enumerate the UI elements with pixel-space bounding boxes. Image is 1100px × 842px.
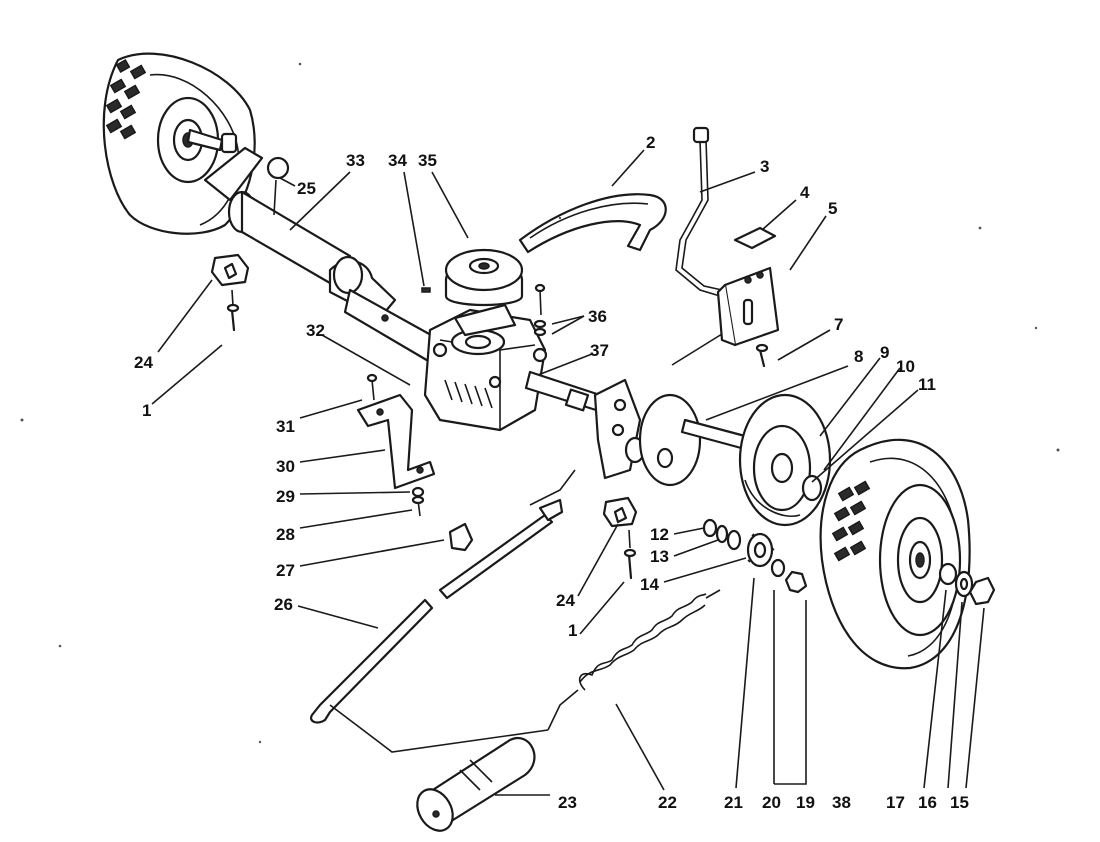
right-tire-tread (831, 480, 871, 562)
callout-34: 34 (388, 151, 407, 170)
scan-specks (20, 62, 1060, 744)
callout-38: 38 (832, 793, 851, 812)
callout-31: 31 (276, 417, 295, 436)
housing-fins (444, 379, 493, 409)
callout-4: 4 (800, 183, 810, 202)
callout-12: 12 (650, 525, 669, 544)
bolts (533, 283, 547, 337)
pulley (444, 248, 524, 307)
callout-labels: 2 3 4 5 7 8 9 10 11 33 34 35 25 36 37 32… (134, 133, 969, 812)
left-tire-tread (105, 59, 147, 140)
callout-13: 13 (650, 547, 669, 566)
callout-24-mid: 24 (556, 591, 575, 610)
callout-21: 21 (724, 793, 743, 812)
right-wheel (819, 438, 971, 670)
callout-25: 25 (297, 179, 316, 198)
callout-36: 36 (588, 307, 607, 326)
shift-bracket (716, 226, 780, 368)
callout-30: 30 (276, 457, 295, 476)
control-rod (675, 126, 723, 297)
callout-14: 14 (640, 575, 659, 594)
callout-28: 28 (276, 525, 295, 544)
callout-7: 7 (834, 315, 843, 334)
callout-20: 20 (762, 793, 781, 812)
callout-3: 3 (760, 157, 769, 176)
callout-5: 5 (828, 199, 837, 218)
callout-24-left: 24 (134, 353, 153, 372)
callout-11: 11 (918, 375, 936, 394)
callout-32: 32 (306, 321, 325, 340)
callout-17: 17 (886, 793, 905, 812)
output-shaft (524, 370, 602, 412)
callout-23: 23 (558, 793, 577, 812)
callout-1-left: 1 (142, 401, 151, 420)
callout-15: 15 (950, 793, 969, 812)
callout-1-mid: 1 (568, 621, 577, 640)
lever-rod (310, 598, 549, 753)
belt-guard (518, 193, 667, 254)
callout-16: 16 (918, 793, 937, 812)
callout-19: 19 (796, 793, 815, 812)
shift-plate (593, 378, 646, 480)
hub-hardware (938, 562, 996, 606)
spring (547, 589, 721, 731)
callout-33: 33 (346, 151, 365, 170)
callout-29: 29 (276, 487, 295, 506)
callout-9: 9 (880, 343, 889, 362)
bushing (801, 474, 823, 502)
shift-rod (438, 469, 576, 600)
transmission-housing (423, 303, 548, 432)
callout-37: 37 (590, 341, 609, 360)
callout-10: 10 (896, 357, 915, 376)
brake-drum (738, 393, 832, 527)
callout-8: 8 (854, 347, 863, 366)
callout-26: 26 (274, 595, 293, 614)
callout-22: 22 (658, 793, 677, 812)
callout-2: 2 (646, 133, 655, 152)
cylinder (416, 736, 536, 832)
pinion-gear-set (702, 518, 808, 594)
callout-35: 35 (418, 151, 437, 170)
axle-tube (203, 146, 442, 364)
callout-27: 27 (276, 561, 295, 580)
small-parts (210, 156, 638, 580)
leader-lines (151, 149, 985, 796)
